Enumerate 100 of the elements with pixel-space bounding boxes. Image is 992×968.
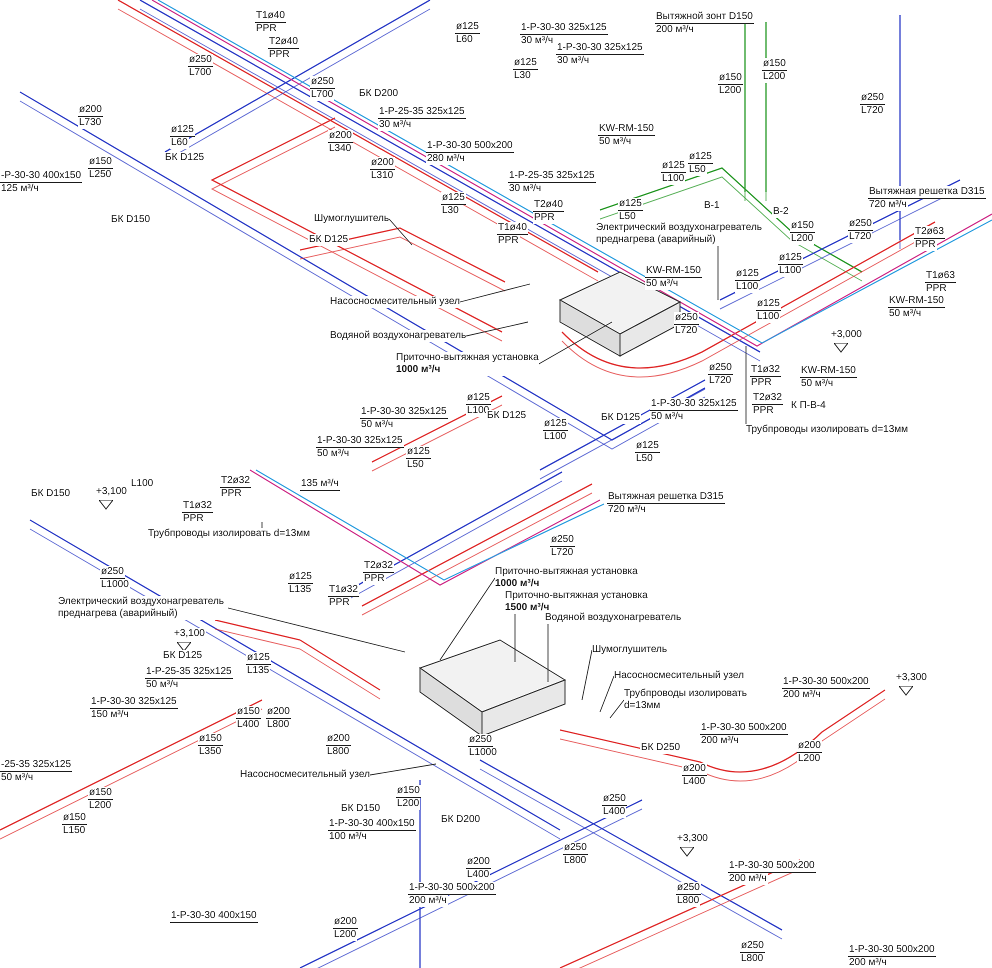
leader-line [466,322,528,336]
duct-diameter-label: ø125 [661,160,686,173]
airflow-label: 30 м³/ч [378,119,412,131]
grille-type-label: Вытяжная решетка D315 [607,491,725,504]
leader-line [369,764,436,776]
duct-diameter-label: ø150 [236,706,261,719]
airflow-label: 720 м³/ч [868,199,908,211]
duct-length-label: L800 [676,895,700,907]
pipe-label: T1ø32 [750,364,781,377]
grille-type-label: KW-RM-150 [645,265,702,278]
duct-diameter-label: ø250 [848,218,873,231]
grille-type-label: KW-RM-150 [888,295,945,308]
duct-diameter-label: ø250 [100,566,125,579]
grille-type-label: 1-Р-30-30 500x200 [728,860,816,873]
duct-diameter-label: ø250 [740,940,765,953]
duct-length-label: L200 [797,753,822,765]
callout-text: Насосносмесительный узел [240,769,370,781]
grille-type-label: 1-Р-30-30 400x150 [170,910,258,923]
grille-type-label: -Р-30-30 400x150 [0,170,82,183]
pipe-material-label: PPR [533,212,556,224]
leader-line [228,608,406,652]
duct-diameter-label: ø200 [328,130,353,143]
callout-text: Трубпроводы изолировать d=13мм [148,528,310,540]
duct-diameter-label: ø150 [718,72,743,85]
grille-type-label: 1-Р-30-30 325x125 [520,22,608,35]
leader-line [388,218,412,246]
callout-text: Шумоглушитель [592,644,668,656]
grille-type-label: Вытяжной зонт D150 [655,11,754,24]
grille-type-label: 1-Р-30-30 325x125 [650,398,738,411]
duct-diameter-label: ø125 [441,192,466,205]
elevation-label: +3,300 [676,833,709,845]
duct-diameter-label: ø150 [88,787,113,800]
grille-type-label: 1-Р-30-30 500x200 [700,722,788,735]
airflow-label: 50 м³/ч [650,411,684,423]
duct-length-label: L700 [310,89,334,101]
duct-diameter-label: ø125 [406,446,431,459]
pipe-label: T2ø40 [533,199,564,212]
callout-text: Приточно-вытяжная установка [505,590,648,602]
pipe-label: T1ø32 [182,500,213,513]
callout-text: Приточно-вытяжная установка [396,352,539,364]
callout-text: Электрический воздухонагреватель преднагрева (аварийный) [58,596,228,620]
callout-text: Водяной воздухонагреватель [330,330,466,342]
pipe-label: T2ø32 [752,392,783,405]
duct-diameter-label: ø200 [370,157,395,170]
airflow-label: 200 м³/ч [848,957,888,968]
duct-length-label: L100 [735,281,760,293]
pipe-material-label: PPR [363,573,386,585]
pipe-label: T1ø40 [497,222,528,235]
duct-length-label: L100 [778,265,802,277]
duct-length-label: L60 [170,137,189,149]
duct-diameter-label: ø250 [468,734,493,747]
pipe-label: T1ø32 [328,584,359,597]
duct-length-label: L400 [466,869,490,881]
duct-length-label: L200 [762,71,786,83]
grille-type-label: 1-Р-30-30 500x200 [782,676,870,689]
grille-type-label: 1-Р-25-35 325x125 [145,666,233,679]
duct-diameter-label: ø250 [860,92,885,105]
grille-type-label: 1-Р-30-30 400x150 [328,818,416,831]
duct-diameter-label: ø125 [543,418,568,431]
elevation-label: +3,300 [895,672,928,684]
duct-length-label: L200 [333,929,358,941]
pipe-label: T1ø40 [255,10,286,23]
duct-length-label: L1000 [100,579,130,591]
duct-diameter-label: ø200 [333,916,358,929]
duct-length-label: L200 [790,233,814,245]
leader-line [514,614,516,662]
pipe-label: T2ø40 [268,36,299,49]
duct-diameter-label: ø150 [396,785,421,798]
elevation-label: +3,000 [830,329,863,341]
duct-diameter-label: ø125 [635,440,660,453]
elevation-label: +3,100 [173,628,206,640]
leader-line [610,700,624,718]
pipe-label: T1ø63 [925,270,956,283]
duct-length-label: L720 [848,231,872,243]
grille-type-label: KW-RM-150 [598,123,655,136]
duct-diameter-label: ø125 [246,652,271,665]
grille-type-label: KW-RM-150 [800,365,857,378]
duct-diameter-label: ø200 [78,104,103,117]
airflow-label: 280 м³/ч [426,153,466,165]
duct-diameter-label: ø150 [88,156,113,169]
duct-diameter-label: ø200 [797,740,822,753]
duct-diameter-label: ø125 [455,21,480,34]
grille-type-label: 1-Р-30-30 325x125 [360,406,448,419]
grille-type-label: 1-Р-30-30 500x200 [408,882,496,895]
duct-diameter-label: ø125 [735,268,760,281]
duct-diameter-label: ø250 [602,793,627,806]
callout-text: Шумоглушитель [314,213,390,225]
duct-diameter-label: ø250 [310,76,335,89]
duct-diameter-label: ø200 [326,733,351,746]
duct-length-label: L100 [661,173,686,185]
duct-diameter-label: ø125 [513,57,538,70]
duct-diameter-label: ø125 [288,571,313,584]
duct-diameter-label: ø250 [563,842,588,855]
pipe-label: T2ø32 [363,560,394,573]
duct-diameter-label: ø125 [170,124,195,137]
grille-type-label: 135 м³/ч [300,478,340,491]
leader-line [582,650,592,700]
duct-diameter-label: ø250 [708,362,733,375]
pipe-label: T2ø32 [220,475,251,488]
airflow-label: 200 м³/ч [408,895,448,907]
